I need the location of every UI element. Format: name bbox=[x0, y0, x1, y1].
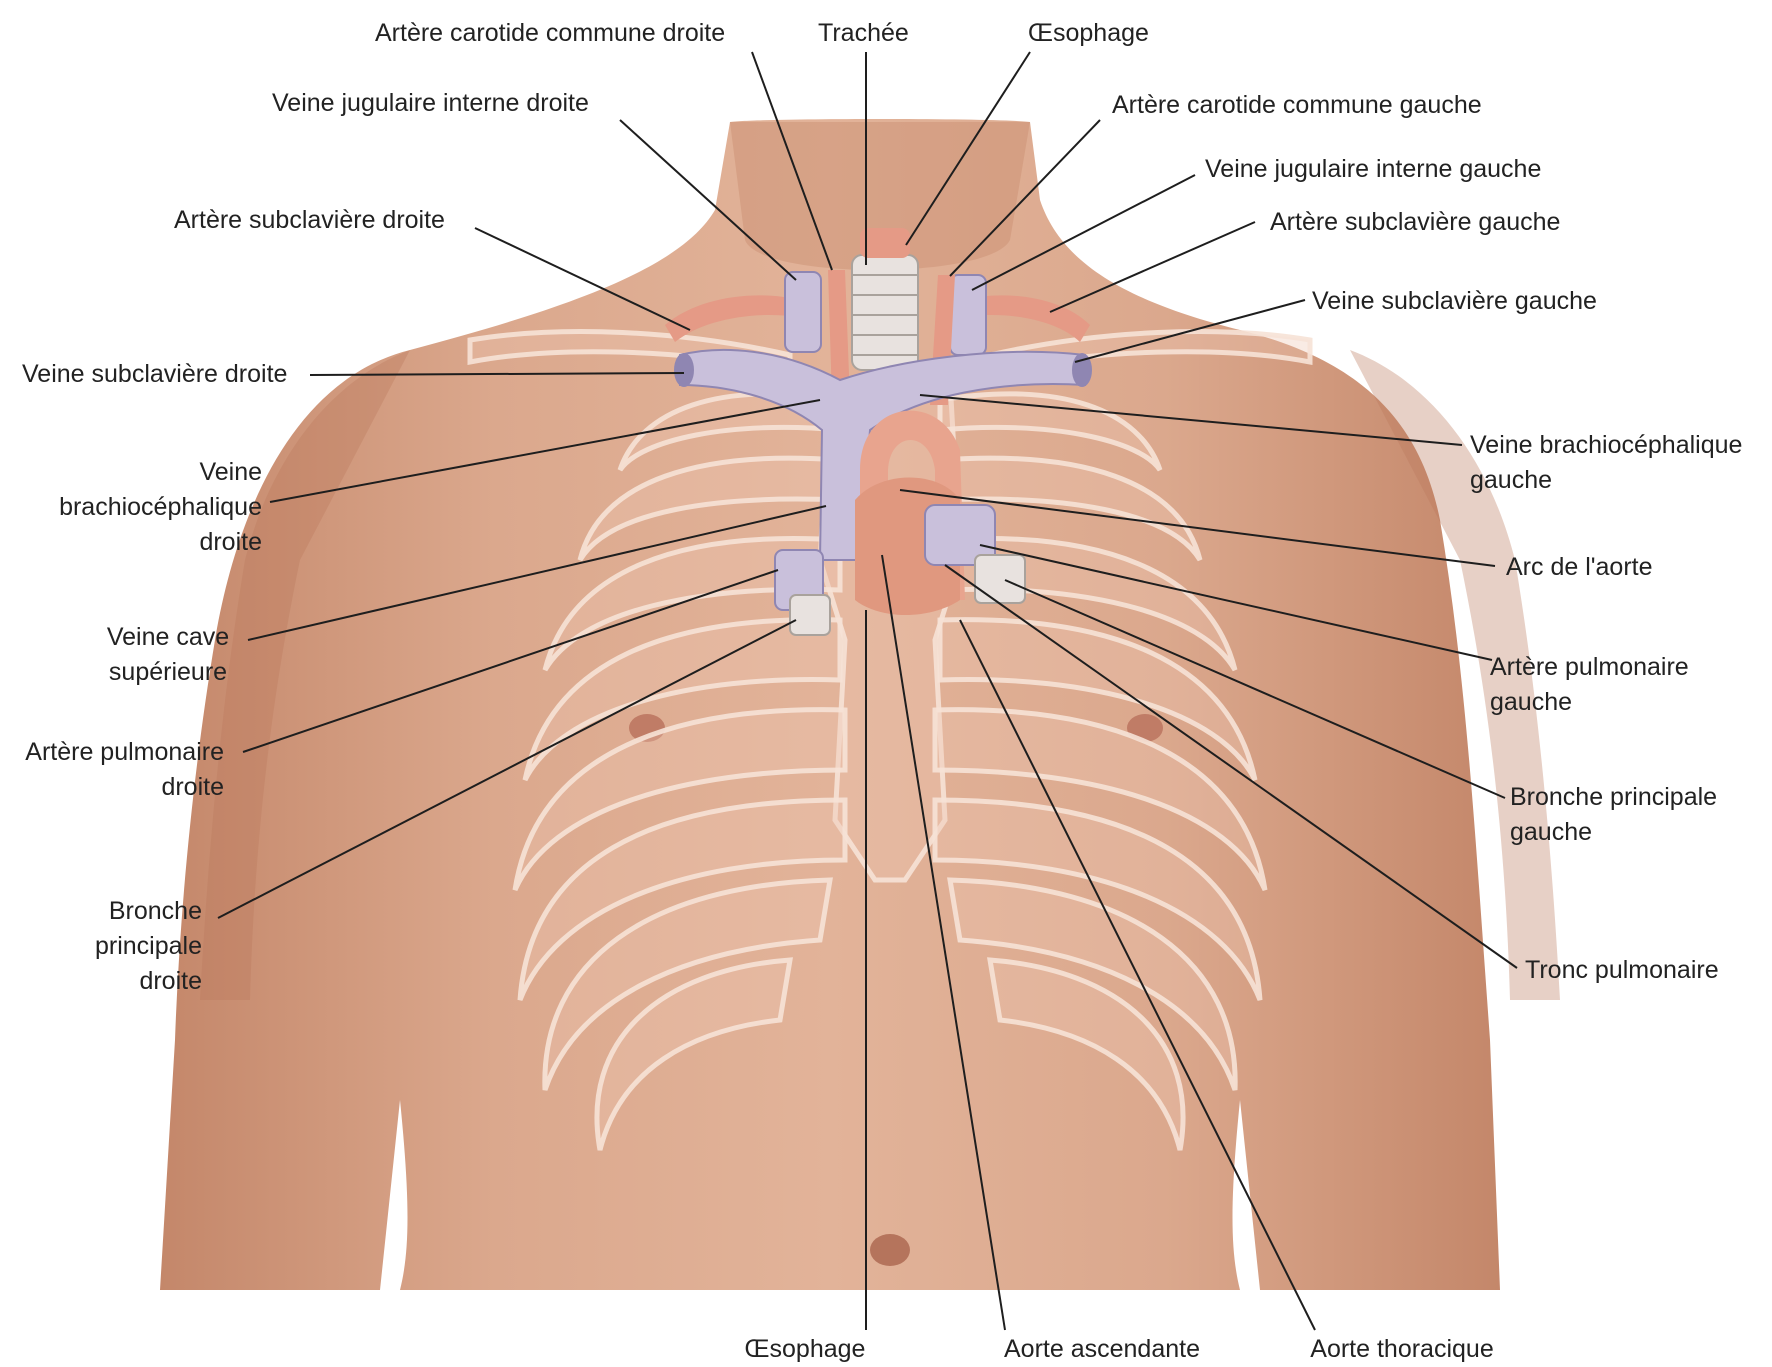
label-tronc-pulmonaire: Tronc pulmonaire bbox=[1525, 953, 1719, 987]
label-bronche-gauche-l1: Bronche principale bbox=[1510, 780, 1717, 814]
label-brachio-droite-l3: droite bbox=[199, 525, 262, 559]
label-bronche-droite-l1: Bronche bbox=[109, 894, 202, 928]
label-jugulaire-interne-gauche: Veine jugulaire interne gauche bbox=[1205, 152, 1541, 186]
label-artere-subclaviere-droite: Artère subclavière droite bbox=[174, 203, 445, 237]
label-arc-aorte: Arc de l'aorte bbox=[1506, 550, 1653, 584]
label-carotide-commune-gauche: Artère carotide commune gauche bbox=[1112, 88, 1482, 122]
label-brachio-gauche-l2: gauche bbox=[1470, 463, 1552, 497]
label-pulm-gauche-l1: Artère pulmonaire bbox=[1490, 650, 1689, 684]
label-trachee: Trachée bbox=[818, 16, 909, 50]
label-carotide-commune-droite: Artère carotide commune droite bbox=[375, 16, 725, 50]
label-oesophage-top: Œsophage bbox=[1028, 16, 1149, 50]
label-brachio-droite-l1: Veine bbox=[199, 455, 262, 489]
label-jugulaire-interne-droite: Veine jugulaire interne droite bbox=[272, 86, 589, 120]
label-pulm-gauche-l2: gauche bbox=[1490, 685, 1572, 719]
label-brachio-droite-l2: brachiocéphalique bbox=[59, 490, 262, 524]
label-pulm-droite-l2: droite bbox=[161, 770, 224, 804]
label-cave-sup-l2: supérieure bbox=[109, 655, 227, 689]
label-aorte-ascendante: Aorte ascendante bbox=[1004, 1332, 1200, 1366]
label-bronche-droite-l3: droite bbox=[139, 964, 202, 998]
label-veine-subclaviere-droite: Veine subclavière droite bbox=[22, 357, 287, 391]
label-brachio-gauche-l1: Veine brachiocéphalique bbox=[1470, 428, 1742, 462]
label-bronche-droite-l2: principale bbox=[95, 929, 202, 963]
label-pulm-droite-l1: Artère pulmonaire bbox=[25, 735, 224, 769]
label-bronche-gauche-l2: gauche bbox=[1510, 815, 1592, 849]
label-artere-subclaviere-gauche: Artère subclavière gauche bbox=[1270, 205, 1560, 239]
label-aorte-thoracique: Aorte thoracique bbox=[1310, 1332, 1493, 1366]
label-oesophage-bottom: Œsophage bbox=[745, 1332, 866, 1366]
label-veine-subclaviere-gauche: Veine subclavière gauche bbox=[1312, 284, 1597, 318]
label-cave-sup-l1: Veine cave bbox=[107, 620, 229, 654]
